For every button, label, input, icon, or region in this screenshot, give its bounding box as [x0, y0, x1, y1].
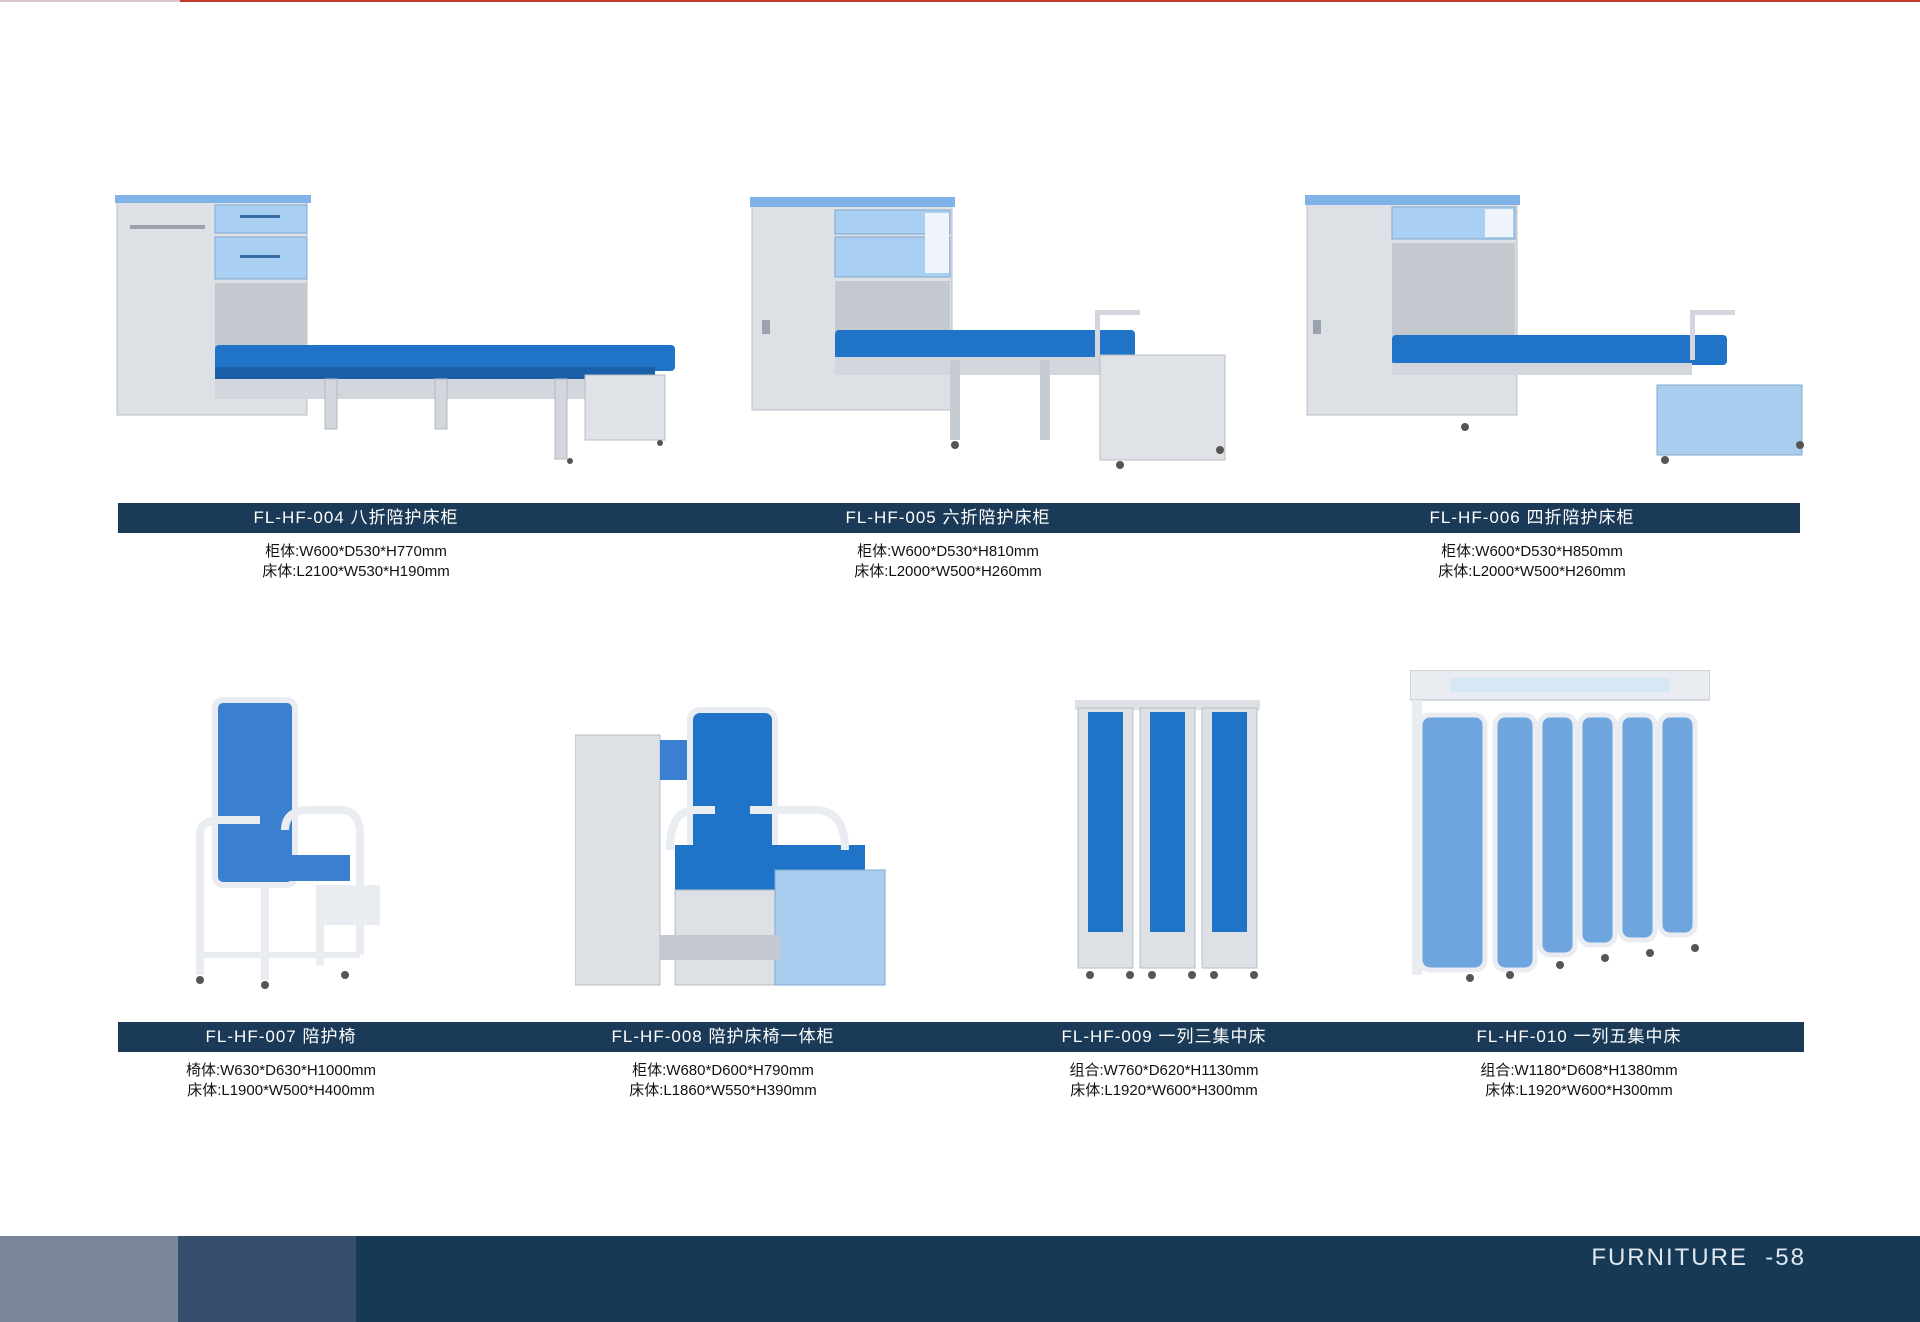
product-spec-fl-hf-008: 柜体:W680*D600*H790mm 床体:L1860*W550*H390mm — [629, 1061, 817, 1101]
spec-chair: 椅体:W630*D630*H1000mm — [185, 1062, 377, 1079]
spec-bed: 床体:L2000*W500*H260mm — [1438, 563, 1626, 580]
product-spec-fl-hf-005: 柜体:W600*D530*H810mm 床体:L2000*W500*H260mm — [854, 542, 1042, 582]
footer-block-dark — [356, 1236, 1920, 1322]
spec-combo: 组合:W1180*D608*H1380mm — [1480, 1062, 1678, 1079]
spec-cabinet: 柜体:W680*D600*H790mm — [632, 1062, 814, 1079]
product-spec-fl-hf-006: 柜体:W600*D530*H850mm 床体:L2000*W500*H260mm — [1438, 542, 1626, 582]
spec-bed: 床体:L2000*W500*H260mm — [854, 563, 1042, 580]
spec-combo: 组合:W760*D620*H1130mm — [1069, 1062, 1259, 1079]
product-title-fl-hf-004: FL-HF-004 八折陪护床柜 — [253, 508, 459, 527]
product-image-fl-hf-004 — [115, 195, 675, 464]
spec-bed: 床体:L1920*W600*H300mm — [1070, 1082, 1258, 1099]
product-title-fl-hf-008: FL-HF-008 陪护床椅一体柜 — [611, 1027, 835, 1046]
spec-bed: 床体:L1920*W600*H300mm — [1485, 1082, 1673, 1099]
page-footer: FURNITURE -58 — [0, 1236, 1920, 1322]
footer-block-mid — [178, 1236, 356, 1322]
spec-bed: 床体:L1900*W500*H400mm — [187, 1082, 375, 1099]
product-spec-fl-hf-010: 组合:W1180*D608*H1380mm 床体:L1920*W600*H300… — [1480, 1061, 1677, 1101]
product-image-fl-hf-006 — [1305, 195, 1804, 464]
spec-cabinet: 柜体:W600*D530*H850mm — [1441, 543, 1623, 560]
row1-title-bar: FL-HF-004 八折陪护床柜 FL-HF-005 六折陪护床柜 FL-HF-… — [118, 503, 1800, 533]
product-image-fl-hf-005 — [750, 197, 1226, 469]
product-image-fl-hf-009 — [1075, 700, 1260, 979]
product-spec-fl-hf-009: 组合:W760*D620*H1130mm 床体:L1920*W600*H300m… — [1070, 1061, 1259, 1101]
product-spec-fl-hf-007: 椅体:W630*D630*H1000mm 床体:L1900*W500*H400m… — [186, 1061, 376, 1101]
product-spec-fl-hf-004: 柜体:W600*D530*H770mm 床体:L2100*W530*H190mm — [262, 542, 450, 582]
footer-page-label: FURNITURE -58 — [1591, 1244, 1806, 1271]
product-title-fl-hf-007: FL-HF-007 陪护椅 — [205, 1027, 357, 1046]
product-title-fl-hf-006: FL-HF-006 四折陪护床柜 — [1429, 508, 1635, 527]
top-rule — [0, 0, 1920, 2]
product-title-fl-hf-009: FL-HF-009 一列三集中床 — [1061, 1027, 1267, 1046]
product-image-fl-hf-007 — [196, 697, 380, 989]
product-image-fl-hf-008 — [575, 707, 886, 986]
row2-title-bar: FL-HF-007 陪护椅 FL-HF-008 陪护床椅一体柜 FL-HF-00… — [118, 1022, 1804, 1052]
product-image-fl-hf-010 — [1410, 670, 1710, 982]
spec-bed: 床体:L2100*W530*H190mm — [262, 563, 450, 580]
spec-cabinet: 柜体:W600*D530*H810mm — [857, 543, 1039, 560]
spec-cabinet: 柜体:W600*D530*H770mm — [265, 543, 447, 560]
product-title-fl-hf-005: FL-HF-005 六折陪护床柜 — [845, 508, 1051, 527]
footer-block-light — [0, 1236, 178, 1322]
product-title-fl-hf-010: FL-HF-010 一列五集中床 — [1476, 1027, 1682, 1046]
spec-bed: 床体:L1860*W550*H390mm — [629, 1082, 817, 1099]
